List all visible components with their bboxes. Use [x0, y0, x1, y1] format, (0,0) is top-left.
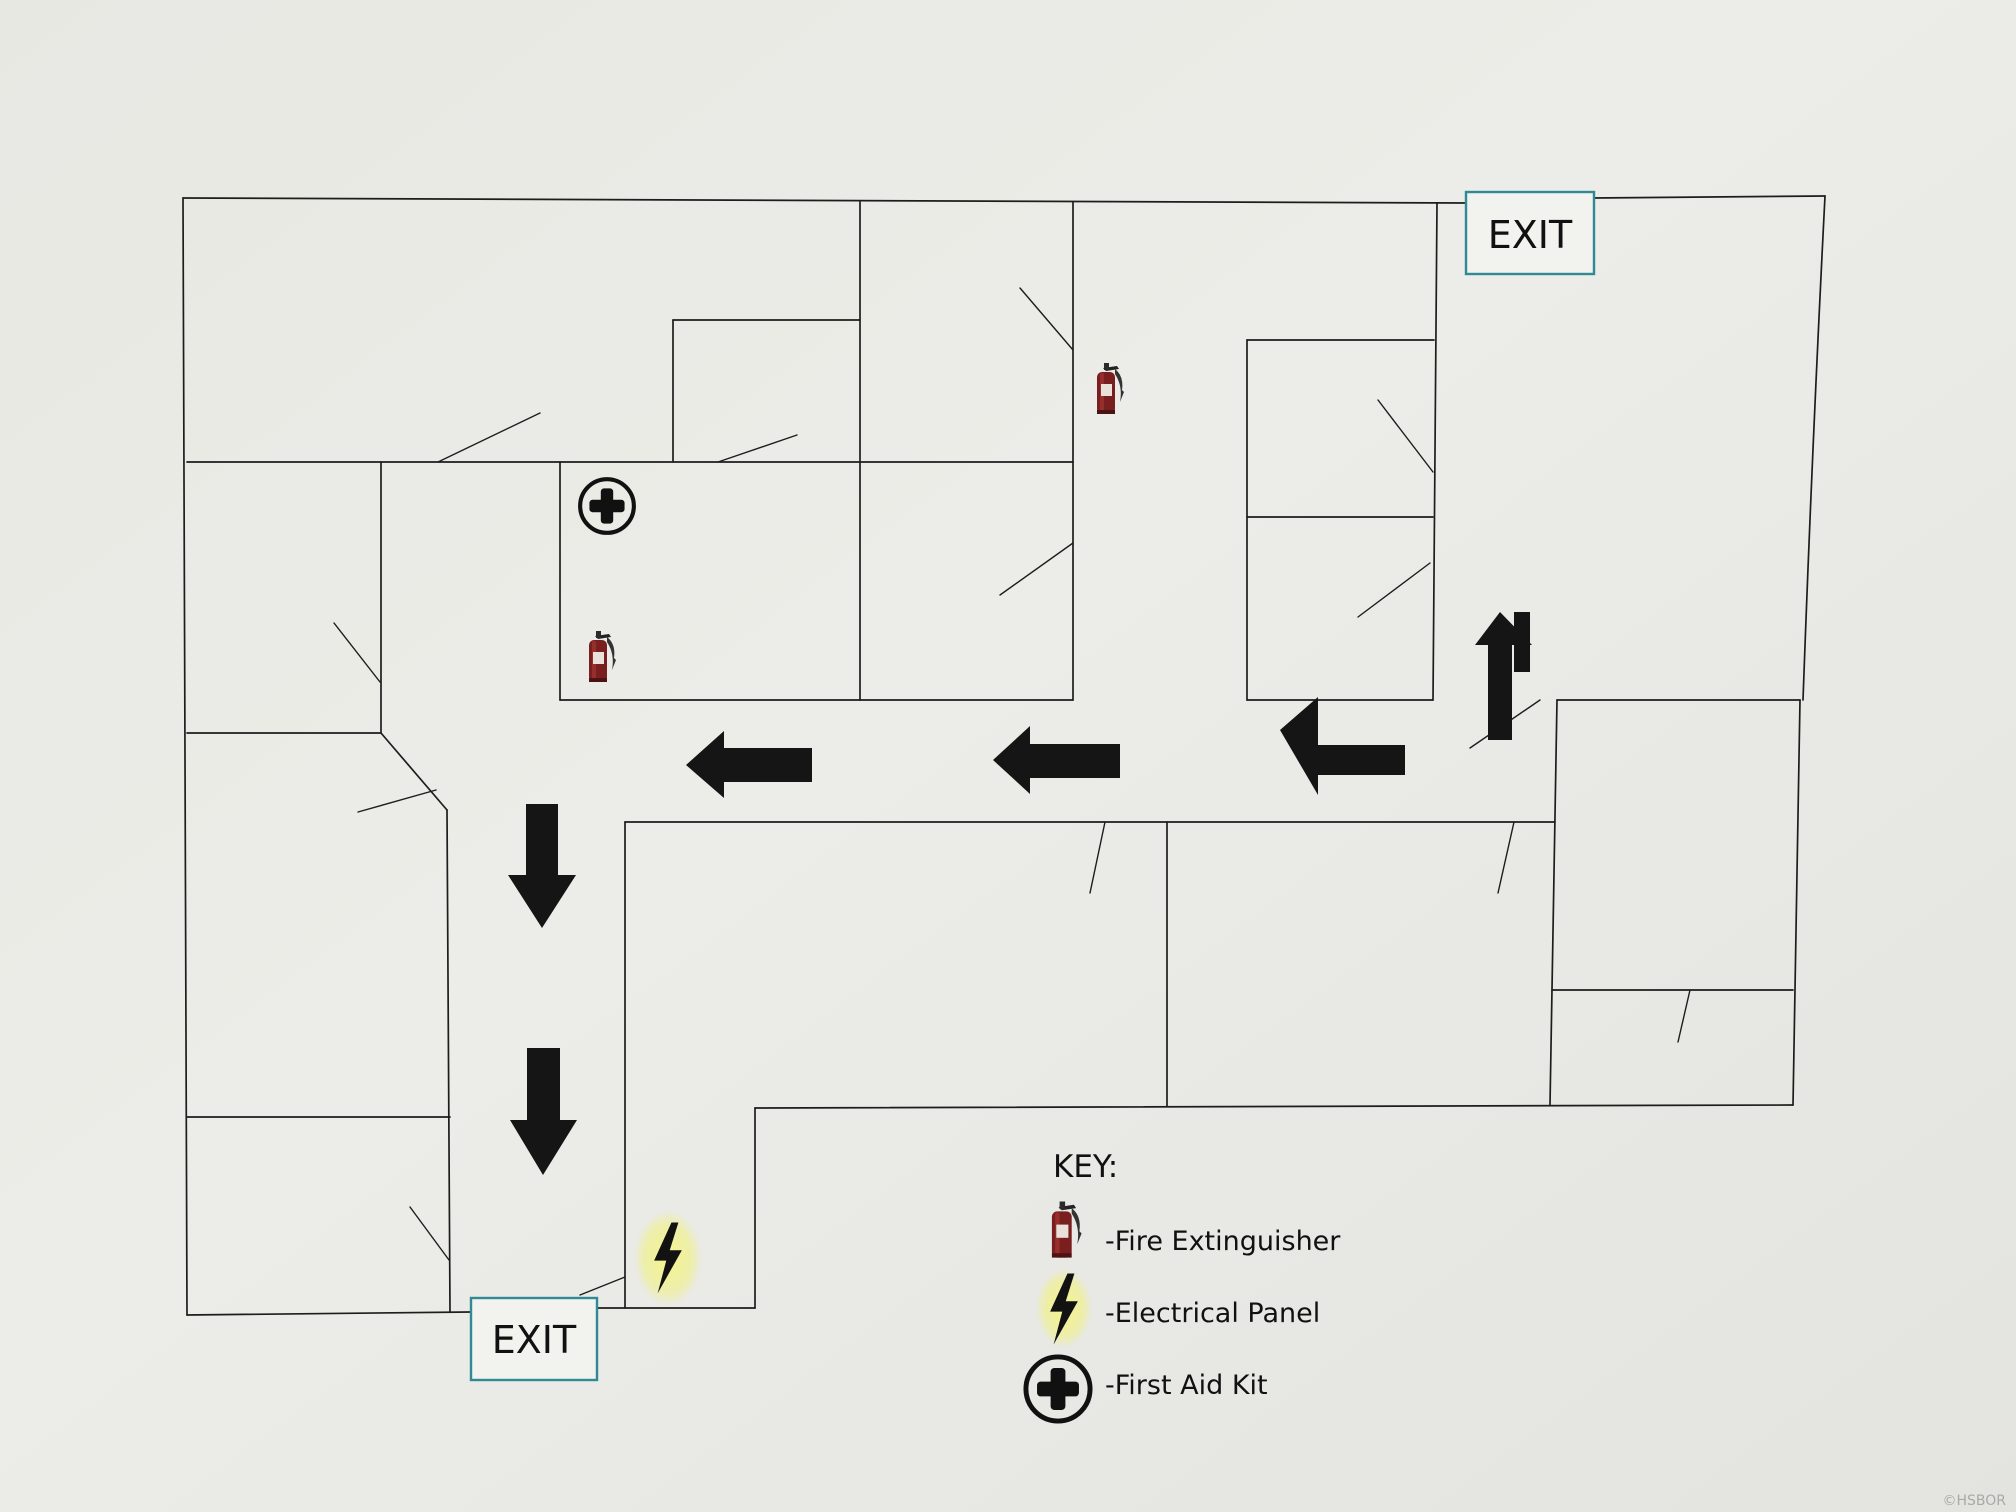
door-swing: [1019, 287, 1074, 351]
door-swing: [1497, 821, 1515, 894]
wall-outer-left: [182, 197, 188, 1316]
legend-key: KEY: -Fire Extinguisher -Electrical Pane…: [1026, 1149, 1341, 1421]
electrical-panel-marker: [634, 1210, 702, 1306]
legend-title: KEY:: [1053, 1149, 1118, 1185]
door-swing: [409, 1206, 450, 1261]
arrow-down: [508, 804, 576, 928]
door-swing: [1357, 562, 1431, 618]
arrow-left: [1280, 697, 1405, 795]
door-swing: [579, 1276, 626, 1296]
door-swing: [999, 542, 1074, 596]
exit-label: EXIT: [492, 1318, 577, 1362]
door-swing: [717, 434, 798, 463]
wall-outer-bottom-left: [186, 1311, 471, 1316]
door-swing: [1377, 399, 1434, 473]
arrow-down: [510, 1048, 577, 1175]
exit-label: EXIT: [1488, 213, 1573, 257]
wall-v-450: [446, 809, 451, 1313]
wall-outer-top-right: [1592, 195, 1826, 199]
door-swing: [333, 622, 381, 683]
wall-diagonal-corridor: [380, 732, 448, 811]
wall-v-1555: [1549, 699, 1558, 1106]
legend-label-electrical-panel: -Electrical Panel: [1105, 1298, 1320, 1329]
wall-outer-right: [1802, 195, 1826, 701]
exit-bottom-left: EXIT: [469, 1296, 599, 1382]
wall-v-1437: [1432, 202, 1438, 701]
exit-sign-box: [469, 1296, 599, 1382]
legend-label-first-aid-kit: -First Aid Kit: [1105, 1370, 1268, 1401]
door-swing: [357, 789, 437, 813]
door-swings: [333, 287, 1691, 1296]
exit-top-right: EXIT: [1464, 190, 1596, 276]
wall-bottom-long: [754, 1104, 1794, 1109]
watermark: ©HSBOR: [1942, 1493, 2006, 1509]
door-swing: [437, 412, 541, 463]
arrow-left: [993, 726, 1120, 794]
door-swing: [1089, 821, 1106, 894]
floor-plan-walls: [182, 195, 1826, 1316]
arrow-left: [686, 731, 812, 798]
evacuation-arrows: [508, 612, 1532, 1175]
arrow-up: [1475, 612, 1532, 740]
wall-outer-top: [182, 197, 1471, 204]
wall-right-lower: [1792, 699, 1801, 1106]
door-swing: [1677, 989, 1691, 1043]
legend-label-fire-extinguisher: -Fire Extinguisher: [1105, 1226, 1341, 1257]
exit-sign-box: [1464, 190, 1596, 276]
